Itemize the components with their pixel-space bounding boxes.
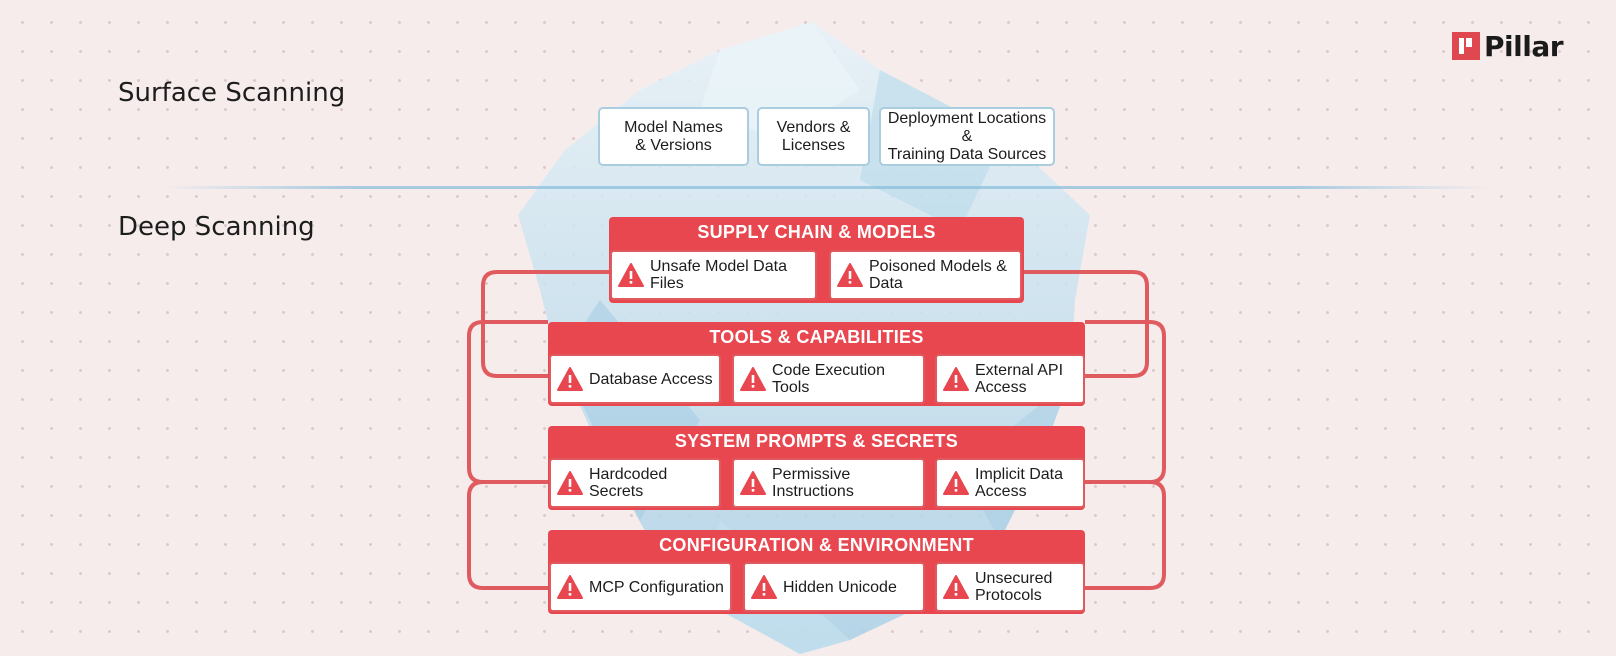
risk-card-implicit-data-access[interactable]: Implicit Data Access — [935, 458, 1085, 508]
risk-label: Unsecured Protocols — [975, 570, 1065, 604]
risk-label: Database Access — [589, 371, 713, 388]
risk-label: Hidden Unicode — [783, 579, 897, 596]
warning-triangle-icon — [557, 575, 583, 599]
risk-label: Unsafe Model Data Files — [650, 258, 809, 292]
brand-name: Pillar — [1484, 30, 1563, 63]
risk-label: Permissive Instructions — [772, 466, 917, 500]
layer-title: CONFIGURATION & ENVIRONMENT — [548, 530, 1085, 560]
risk-label: Poisoned Models & Data — [869, 258, 1014, 292]
risk-card-code-execution[interactable]: Code Execution Tools — [732, 354, 925, 404]
warning-triangle-icon — [618, 263, 644, 287]
risk-label: Code Execution Tools — [772, 362, 917, 396]
surface-scanning-heading: Surface Scanning — [118, 78, 345, 108]
deep-scanning-heading: Deep Scanning — [118, 212, 315, 242]
surface-item-deployment: Deployment Locations & Training Data Sou… — [879, 107, 1055, 166]
risk-card-database-access[interactable]: Database Access — [549, 354, 721, 404]
warning-triangle-icon — [740, 471, 766, 495]
risk-card-unsecured-protocols[interactable]: Unsecured Protocols — [935, 562, 1085, 612]
warning-triangle-icon — [837, 263, 863, 287]
risk-card-hidden-unicode[interactable]: Hidden Unicode — [743, 562, 925, 612]
waterline-divider — [160, 186, 1490, 189]
risk-card-unsafe-model-files[interactable]: Unsafe Model Data Files — [610, 250, 817, 300]
warning-triangle-icon — [751, 575, 777, 599]
risk-label: External API Access — [975, 362, 1065, 396]
warning-triangle-icon — [943, 471, 969, 495]
risk-label: Implicit Data Access — [975, 466, 1065, 500]
risk-card-mcp-configuration[interactable]: MCP Configuration — [549, 562, 732, 612]
risk-card-poisoned-models[interactable]: Poisoned Models & Data — [829, 250, 1022, 300]
risk-card-external-api[interactable]: External API Access — [935, 354, 1085, 404]
risk-card-permissive-instructions[interactable]: Permissive Instructions — [732, 458, 925, 508]
warning-triangle-icon — [943, 575, 969, 599]
risk-card-hardcoded-secrets[interactable]: Hardcoded Secrets — [549, 458, 721, 508]
warning-triangle-icon — [943, 367, 969, 391]
surface-item-vendors: Vendors & Licenses — [757, 107, 870, 166]
pillar-logo-icon — [1452, 32, 1480, 60]
warning-triangle-icon — [740, 367, 766, 391]
layer-title: SYSTEM PROMPTS & SECRETS — [548, 426, 1085, 456]
layer-title: TOOLS & CAPABILITIES — [548, 322, 1085, 352]
risk-label: Hardcoded Secrets — [589, 466, 713, 500]
brand-logo[interactable]: Pillar — [1452, 30, 1563, 62]
warning-triangle-icon — [557, 367, 583, 391]
surface-item-model-names: Model Names & Versions — [598, 107, 749, 166]
layer-title: SUPPLY CHAIN & MODELS — [609, 217, 1024, 247]
risk-label: MCP Configuration — [589, 579, 724, 596]
warning-triangle-icon — [557, 471, 583, 495]
